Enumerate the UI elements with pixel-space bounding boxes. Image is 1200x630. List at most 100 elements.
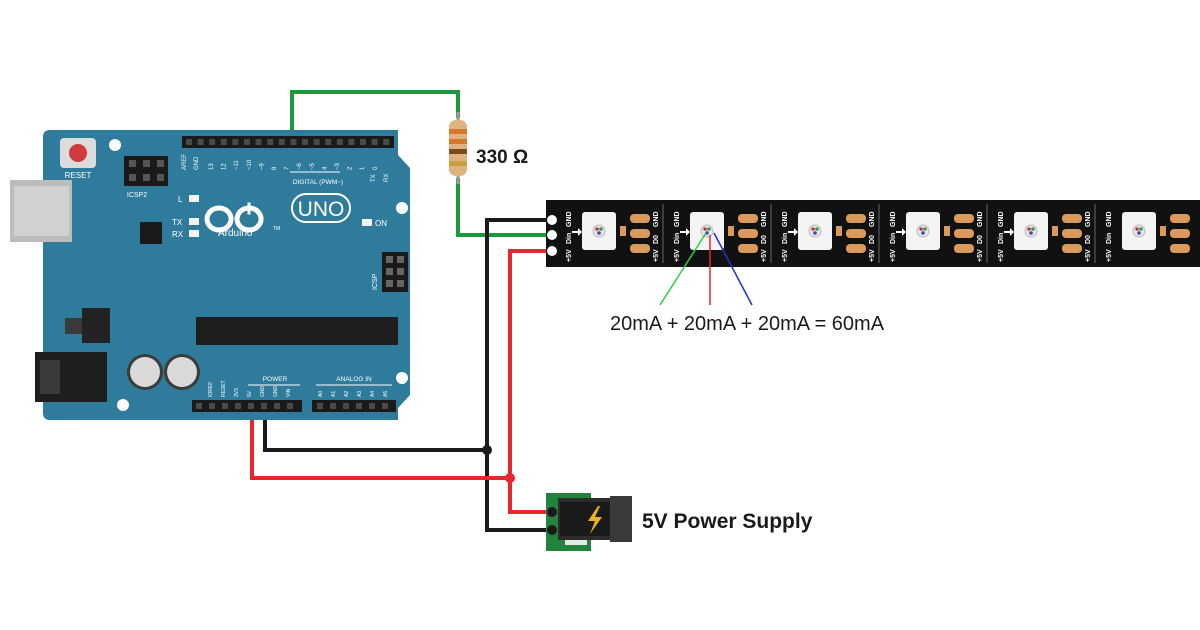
strip-pad-din [547,230,557,240]
led-die-red [811,227,815,231]
strip-pad-label: GND [782,211,789,227]
usb-chip [140,222,162,244]
header-pin [261,403,267,409]
led-die-blue [1137,231,1141,235]
jack-face [560,502,610,536]
strip-body [546,200,1200,267]
header-pin [186,139,192,145]
led-l-label: L [178,195,183,204]
digital-pwm-label: DIGITAL (PWM~) [293,179,343,186]
smd-capacitor [728,226,734,236]
led-on-label: ON [375,219,387,228]
reset-button-cap[interactable] [69,144,87,162]
uno-badge [291,193,351,223]
smd-capacitor [620,226,626,236]
header-pin [313,139,320,145]
led-rx [189,230,199,237]
led-die [1024,224,1038,238]
led-die-blue [921,231,925,235]
strip-pad-label: +5V [782,249,789,262]
arrow-icon [1004,228,1014,236]
header-pin [209,403,215,409]
resistor-body [449,120,467,176]
power-supply-label: 5V Power Supply [642,510,813,533]
power-header [192,400,302,412]
led-die-green [1139,227,1143,231]
board-outline [43,130,410,420]
led-l [189,195,199,202]
brand-label: Arduino [218,228,253,239]
copper-pad [954,214,974,223]
copper-pad [630,244,650,253]
header-pin [330,403,336,409]
bottom-pin-holes [196,403,388,409]
gnd-wire-black [485,218,552,532]
jack-lip [610,496,632,542]
strip-pad-label: Din [674,233,681,244]
led-die-red [1027,227,1031,231]
header-pin [209,139,216,145]
copper-pad [1170,244,1190,253]
strip-pad-label: +5V [998,249,1005,262]
strip-pad-gnd [547,215,557,225]
junction-black [482,445,492,455]
led-die [1132,224,1146,238]
led-die-red [595,227,599,231]
model-label: UNO [298,198,345,221]
strip-pad-label: D0 [653,235,660,244]
voltage-regulator-body [82,308,110,343]
strip-pad-label: +5V [674,249,681,262]
digital-pin-label: ~11 [234,160,240,170]
copper-pad [738,214,758,223]
strip-pad-label: +5V [869,249,876,262]
junction-red [505,473,515,483]
strip-pad-label: GND [890,211,897,227]
strip-pad-label: GND [1106,211,1113,227]
power-pin-label: 3V3 [234,388,240,397]
arrow-icon [680,228,690,236]
capacitor-top [167,357,197,387]
strip-pad-label: +5V [761,249,768,262]
mount-hole [117,399,129,411]
mount-hole [109,139,121,151]
header-pin [343,403,349,409]
pointer-green [659,232,707,306]
strip-pad-label: Din [998,233,1005,244]
led-tx-label: TX [172,218,183,227]
led-die-green [815,227,819,231]
header-pin [371,139,378,145]
usb-connector-inner [14,186,69,236]
header-pin [369,403,375,409]
resistor-band [449,161,467,166]
header-pin [220,139,227,145]
digital-pin-label: 8 [272,166,278,170]
strip-pad-label: GND [761,211,768,227]
strip-pad-label: D0 [977,235,984,244]
copper-pad [630,214,650,223]
strip-pad-label: +5V [977,249,984,262]
resistor-band [449,139,467,144]
led-die-blue [597,231,601,235]
analog-pin-label: A5 [383,391,389,397]
strip-pad-label: GND [869,211,876,227]
strip-pad-label: Din [1106,233,1113,244]
led-die-red [919,227,923,231]
led-die-blue [813,231,817,235]
copper-pad [630,229,650,238]
capacitor-top [130,357,160,387]
arrow-icon [896,228,906,236]
pointer-blue [713,232,753,306]
rx-pin-label: RX [384,174,390,182]
header-pin [274,403,280,409]
strip-pad-label: GND [977,211,984,227]
digital-pin-label: 0 [373,166,379,170]
strip-pad-5v [547,246,557,256]
resistor-band [449,129,467,134]
copper-pad [954,229,974,238]
header-pin [336,139,343,145]
